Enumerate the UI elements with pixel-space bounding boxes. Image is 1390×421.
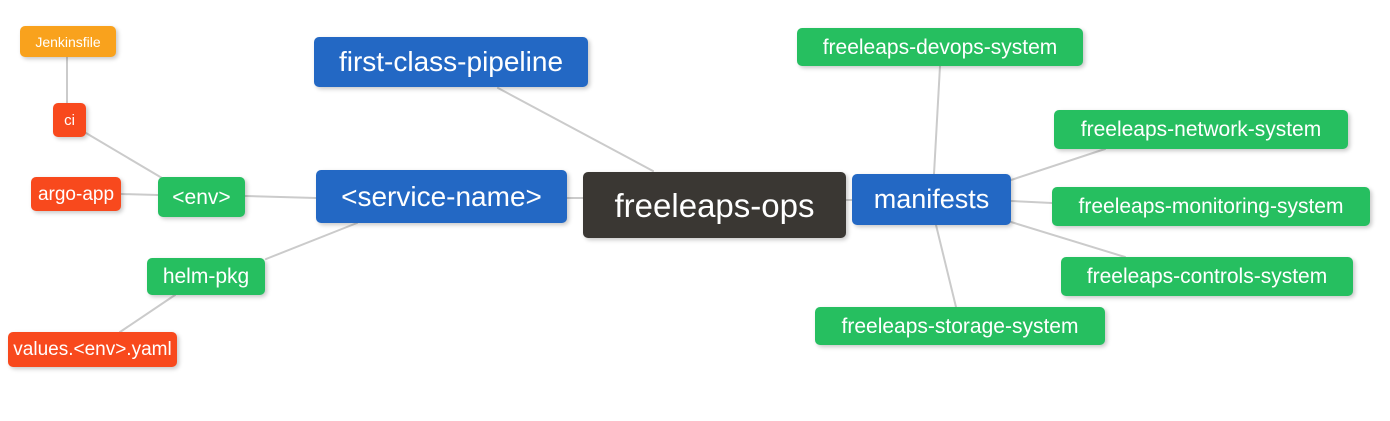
- edge-manifests-monitoring: [1010, 200, 1053, 204]
- node-manifests[interactable]: manifests: [852, 174, 1011, 225]
- node-jenkinsfile[interactable]: Jenkinsfile: [20, 26, 116, 57]
- node-freeleaps-storage-system[interactable]: freeleaps-storage-system: [815, 307, 1105, 345]
- node-ci[interactable]: ci: [53, 103, 86, 137]
- edge-manifests-controls: [1010, 221, 1126, 258]
- node-freeleaps-controls-system[interactable]: freeleaps-controls-system: [1061, 257, 1353, 296]
- node-first-class-pipeline[interactable]: first-class-pipeline: [314, 37, 588, 87]
- node-argo-app[interactable]: argo-app: [31, 177, 121, 211]
- edge-pipeline-root: [497, 87, 654, 172]
- edge-argo-app-env: [120, 193, 159, 196]
- node-root-freeleaps-ops[interactable]: freeleaps-ops: [583, 172, 846, 238]
- node-helm-pkg[interactable]: helm-pkg: [147, 258, 265, 295]
- node-freeleaps-devops-system[interactable]: freeleaps-devops-system: [797, 28, 1083, 66]
- edge-helm-pkg-service-name: [265, 222, 358, 260]
- edge-manifests-network: [1010, 148, 1106, 181]
- node-env[interactable]: <env>: [158, 177, 245, 217]
- edge-values-helm-pkg: [119, 294, 176, 333]
- node-service-name[interactable]: <service-name>: [316, 170, 567, 223]
- edge-env-service-name: [244, 195, 317, 199]
- node-freeleaps-network-system[interactable]: freeleaps-network-system: [1054, 110, 1348, 149]
- edge-ci-env: [85, 132, 163, 179]
- node-values-env-yaml[interactable]: values.<env>.yaml: [8, 332, 177, 367]
- edge-manifests-devops: [933, 65, 941, 175]
- node-freeleaps-monitoring-system[interactable]: freeleaps-monitoring-system: [1052, 187, 1370, 226]
- edge-manifests-storage: [935, 224, 957, 308]
